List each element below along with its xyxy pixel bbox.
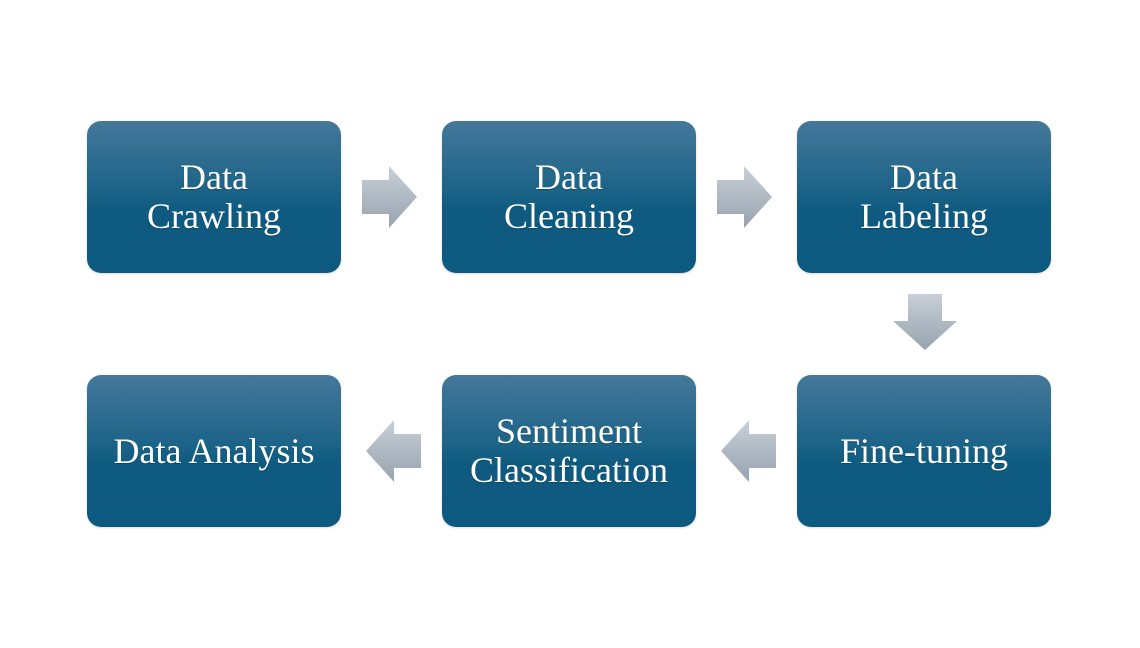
step-label: Sentiment Classification (470, 411, 668, 490)
step-label: Data Labeling (860, 157, 988, 236)
step-box-fine-tuning: Fine-tuning (797, 375, 1051, 527)
arrow-down-icon (893, 294, 957, 350)
step-label: Data Cleaning (504, 157, 634, 236)
arrow-left-icon (366, 420, 421, 482)
step-box-data-crawling: Data Crawling (87, 121, 341, 273)
step-box-sentiment-classification: Sentiment Classification (442, 375, 696, 527)
arrow-right-icon (717, 166, 772, 228)
arrow-right-icon (362, 166, 417, 228)
step-label: Data Crawling (147, 157, 281, 236)
step-box-data-cleaning: Data Cleaning (442, 121, 696, 273)
step-label: Data Analysis (113, 430, 315, 471)
step-box-data-labeling: Data Labeling (797, 121, 1051, 273)
step-label: Fine-tuning (840, 430, 1008, 471)
step-box-data-analysis: Data Analysis (87, 375, 341, 527)
arrow-left-icon (721, 420, 776, 482)
